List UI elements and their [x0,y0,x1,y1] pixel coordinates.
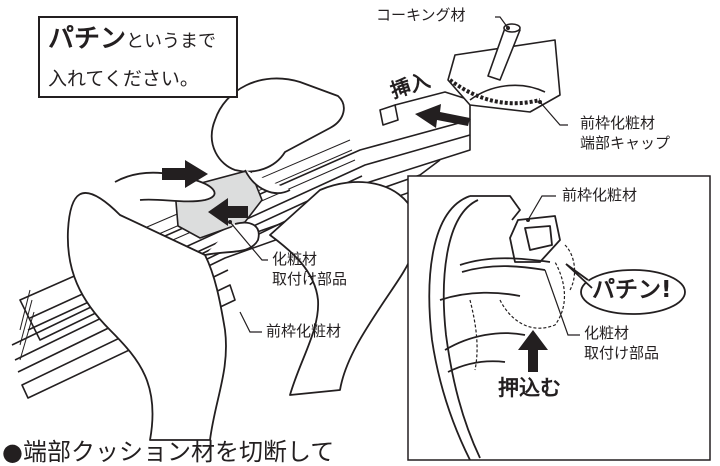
label-detail-part-line1: 化粧材 [584,324,630,342]
label-snap: パチン! [592,277,672,303]
label-mounting-part-line1: 化粧材 [272,250,318,268]
instruction-callout: パチンというまで 入れてください。 [38,16,238,98]
label-detail-part-line2: 取付け部品 [584,344,660,362]
push-arrows [162,160,248,226]
footer-text: ●端部クッション材を切断して [2,438,335,466]
end-cap-illustration [447,23,561,113]
label-end-cap-line1: 前枠化粧材 [580,114,656,132]
label-front-frame-detail: 前枠化粧材 [562,186,638,204]
label-end-cap-line2: 端部キャップ [580,134,671,152]
push-in-arrow [518,330,548,372]
callout-line2: 入れてください。 [48,68,199,90]
callout-line1: パチンというまで [48,26,216,52]
label-caulking: コーキング材 [376,6,466,24]
insert-arrow [415,104,470,128]
callout-line1-rest: というまで [126,31,217,52]
snap-bubble [565,263,686,315]
label-push-in: 押込む [498,376,561,400]
cross-section-profile [428,195,576,461]
label-mounting-part-line2: 取付け部品 [272,270,348,288]
hands-illustration [66,77,419,441]
leader-lines [229,16,580,336]
label-front-frame-left: 前枠化粧材 [266,322,342,340]
callout-emphasis: パチン [48,24,127,54]
leader-dots [228,26,542,224]
